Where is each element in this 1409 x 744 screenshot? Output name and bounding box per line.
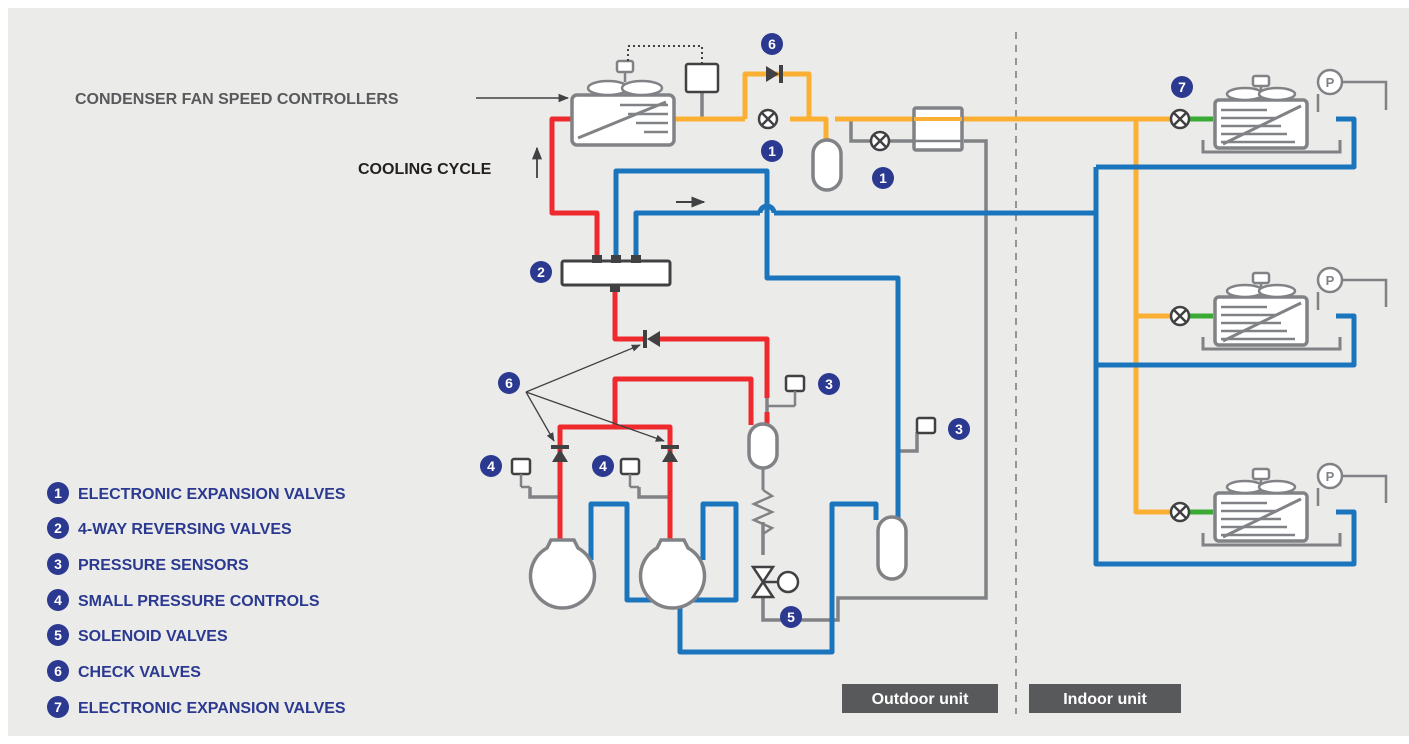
svg-text:CHECK VALVES: CHECK VALVES [78, 664, 201, 681]
marker-4-right: 4 [592, 455, 614, 477]
svg-text:1: 1 [768, 143, 776, 159]
outdoor-unit-badge: Outdoor unit [842, 684, 998, 713]
svg-text:1: 1 [54, 485, 62, 501]
svg-text:ELECTRONIC EXPANSION VALVES: ELECTRONIC EXPANSION VALVES [78, 486, 346, 503]
marker-7: 7 [1171, 76, 1193, 98]
marker-3-discharge: 3 [818, 373, 840, 395]
marker-2: 2 [530, 261, 552, 283]
check-valve-compressor-2 [661, 445, 679, 462]
legend-item: 2 4-WAY REVERSING VALVES [47, 517, 292, 539]
solenoid-valve [750, 565, 800, 599]
svg-text:SMALL PRESSURE CONTROLS: SMALL PRESSURE CONTROLS [78, 593, 320, 610]
marker-6-left: 6 [498, 372, 520, 394]
svg-text:5: 5 [787, 609, 795, 625]
svg-text:6: 6 [54, 663, 62, 679]
indoor-unit-2: P [1169, 266, 1388, 351]
check-valve-callout-arrow [525, 391, 555, 442]
svg-text:PRESSURE SENSORS: PRESSURE SENSORS [78, 557, 249, 574]
svg-text:6: 6 [505, 375, 513, 391]
expansion-valve-7-unit2 [1169, 305, 1191, 327]
indoor-unit-3: P [1169, 462, 1388, 547]
expansion-valve-1-outdoor [869, 130, 891, 152]
receiver-tank [811, 138, 843, 192]
accumulator [876, 515, 908, 581]
pressure-sensor-suction [915, 416, 937, 435]
condenser-fan-label: CONDENSER FAN SPEED CONTROLLERS [75, 91, 399, 108]
marker-5: 5 [780, 606, 802, 628]
svg-text:4: 4 [599, 458, 607, 474]
marker-4-left: 4 [480, 455, 502, 477]
svg-text:Indoor unit: Indoor unit [1063, 691, 1147, 708]
svg-text:2: 2 [537, 264, 545, 280]
subcooler [912, 106, 964, 152]
cooling-cycle-label: COOLING CYCLE [358, 161, 492, 178]
check-valve-callout-arrow [525, 344, 641, 393]
condenser [570, 59, 676, 147]
svg-text:3: 3 [825, 376, 833, 392]
svg-text:4-WAY REVERSING VALVES: 4-WAY REVERSING VALVES [78, 521, 292, 538]
svg-text:6: 6 [768, 36, 776, 52]
pressure-gauge-label: P [1326, 273, 1335, 288]
svg-text:4: 4 [54, 592, 62, 608]
oil-separator [747, 422, 779, 470]
small-pressure-control-2 [619, 457, 641, 476]
pressure-gauge-label: P [1326, 75, 1335, 90]
marker-6-top: 6 [761, 33, 783, 55]
diagram-background [8, 8, 1409, 736]
check-valve-top [766, 65, 783, 83]
compressor-1 [528, 538, 597, 610]
pressure-sensor-discharge [784, 374, 806, 393]
svg-text:3: 3 [955, 421, 963, 437]
marker-3-suction: 3 [948, 418, 970, 440]
suction-line [588, 116, 1357, 655]
fan-speed-controller [627, 45, 720, 94]
legend-item: 1 ELECTRONIC EXPANSION VALVES [47, 482, 346, 504]
expansion-valve-7-unit3 [1169, 501, 1191, 523]
check-valve-middle [643, 330, 660, 348]
svg-text:3: 3 [54, 556, 62, 572]
four-way-reversing-valve [560, 255, 672, 292]
legend-item: 3 PRESSURE SENSORS [47, 553, 249, 575]
expansion-valve-1-top [757, 108, 779, 130]
pressure-gauge-label: P [1326, 469, 1335, 484]
indoor-unit-badge: Indoor unit [1029, 684, 1181, 713]
svg-text:Outdoor unit: Outdoor unit [872, 691, 970, 708]
legend-item: 5 SOLENOID VALVES [47, 624, 228, 646]
compressor-2 [638, 538, 707, 610]
check-valve-callout-arrow [525, 391, 665, 442]
legend-item: 6 CHECK VALVES [47, 660, 201, 682]
svg-text:4: 4 [487, 458, 495, 474]
svg-text:2: 2 [54, 520, 62, 536]
marker-1-outdoor: 1 [872, 167, 894, 189]
expansion-valve-7-unit1 [1169, 108, 1191, 130]
indoor-unit-1: P [1169, 68, 1388, 154]
svg-text:ELECTRONIC EXPANSION VALVES: ELECTRONIC EXPANSION VALVES [78, 700, 346, 717]
svg-text:SOLENOID VALVES: SOLENOID VALVES [78, 628, 228, 645]
legend-item: 7 ELECTRONIC EXPANSION VALVES [47, 696, 346, 718]
marker-1-top: 1 [761, 140, 783, 162]
small-pressure-control-1 [510, 457, 532, 476]
legend-item: 4 SMALL PRESSURE CONTROLS [47, 589, 320, 611]
svg-text:1: 1 [879, 170, 887, 186]
svg-text:5: 5 [54, 627, 62, 643]
indoor-links [1190, 116, 1213, 515]
svg-text:7: 7 [54, 699, 62, 715]
check-valve-compressor-1 [551, 445, 569, 462]
hot-gas-line [549, 116, 770, 542]
svg-text:7: 7 [1178, 79, 1186, 95]
capillary-tube [750, 488, 776, 555]
